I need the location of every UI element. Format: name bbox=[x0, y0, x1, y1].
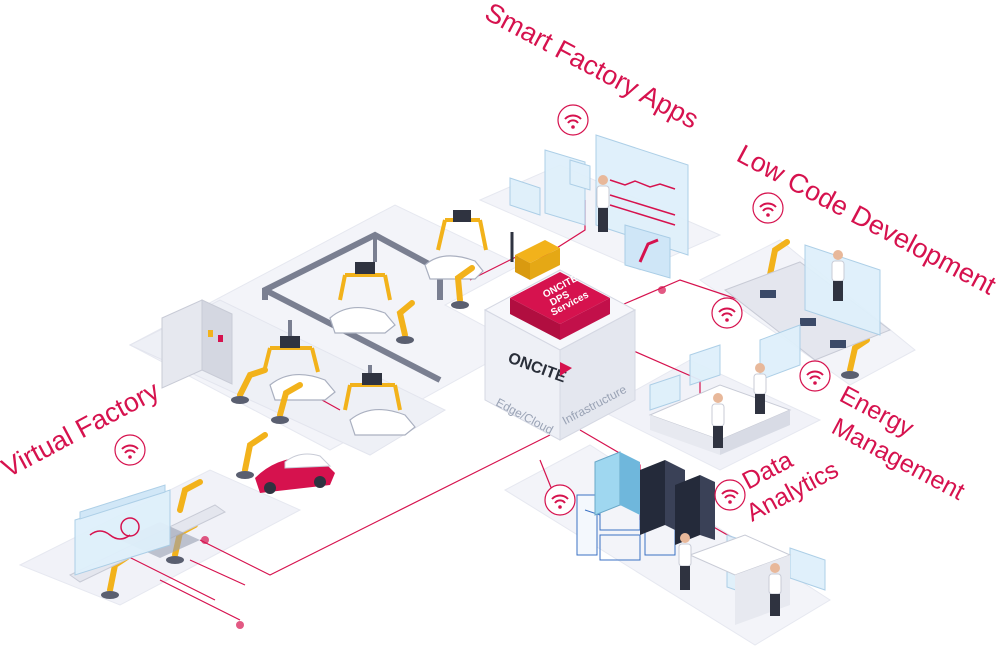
label-smart-factory-apps: Smart Factory Apps bbox=[480, 0, 703, 135]
person-icon bbox=[596, 175, 845, 616]
signal-dot bbox=[236, 621, 244, 629]
screen-graph-lines bbox=[89, 179, 676, 540]
agv-forklift bbox=[510, 232, 560, 280]
logo-arrow-icon bbox=[560, 362, 572, 376]
wifi-icon bbox=[557, 104, 589, 136]
gripper-heads bbox=[280, 210, 471, 385]
wifi-icon bbox=[714, 479, 746, 511]
wifi-icon bbox=[114, 434, 146, 466]
robot-bases bbox=[101, 276, 859, 599]
wifi-icon bbox=[544, 484, 576, 516]
screen-icon bbox=[74, 134, 881, 601]
signal-dot bbox=[201, 536, 209, 544]
wifi-icon bbox=[752, 192, 784, 224]
control-cabinet bbox=[161, 299, 233, 389]
oncite-box bbox=[483, 269, 637, 441]
car-icon bbox=[255, 453, 335, 494]
wifi-icon bbox=[799, 360, 831, 392]
label-virtual-factory: Virtual Factory bbox=[0, 375, 165, 483]
signal-dot bbox=[658, 286, 666, 294]
wifi-icon bbox=[711, 297, 743, 329]
robot-screen bbox=[624, 224, 671, 279]
server-rack-icon bbox=[594, 451, 715, 545]
